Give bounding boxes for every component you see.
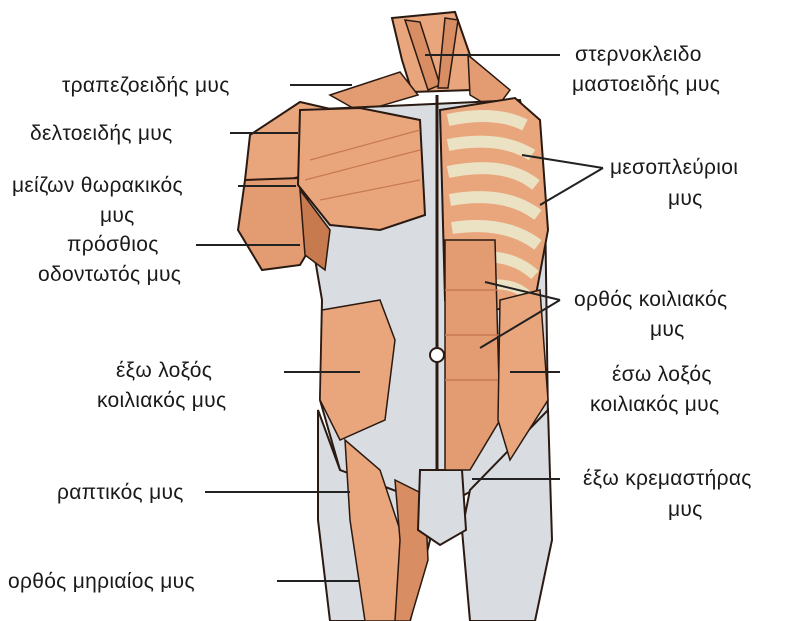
label-cremaster-line2: μυς (668, 497, 703, 523)
label-intercostal-line2: μυς (668, 186, 703, 212)
genital-area (418, 470, 466, 545)
label-trapezius: τραπεζοειδής μυς (62, 73, 230, 99)
label-rectus-abdominis-line1: ορθός κοιλιακός (574, 287, 727, 313)
external-oblique-muscle (320, 300, 395, 440)
navel (430, 348, 444, 362)
label-serratus-line1: πρόσθιος (67, 232, 159, 258)
label-pectoralis-line2: μυς (100, 203, 135, 229)
label-rectus-abdominis-line2: μυς (650, 317, 685, 343)
label-intercostal-line1: μεσοπλεύριοι (610, 155, 738, 181)
label-internal-oblique-line2: κοιλιακός μυς (590, 392, 719, 418)
label-deltoid: δελτοειδής μυς (30, 121, 172, 147)
label-cremaster-line1: έξω κρεμαστήρας (583, 466, 752, 492)
label-external-oblique-line2: κοιλιακός μυς (97, 388, 226, 414)
label-pectoralis-line1: μείζων θωρακικός (12, 173, 183, 199)
label-serratus-line2: οδοντωτός μυς (38, 262, 181, 288)
label-rectus-femoris: ορθός μηριαίος μυς (8, 569, 195, 595)
label-external-oblique-line1: έξω λοξός (116, 358, 212, 384)
label-internal-oblique-line1: έσω λοξός (612, 362, 712, 388)
label-sartorius: ραπτικός μυς (57, 480, 184, 506)
label-sternocleidomastoid-line2: μαστοειδής μυς (572, 72, 720, 98)
label-sternocleidomastoid-line1: στερνοκλειδο (575, 42, 702, 68)
